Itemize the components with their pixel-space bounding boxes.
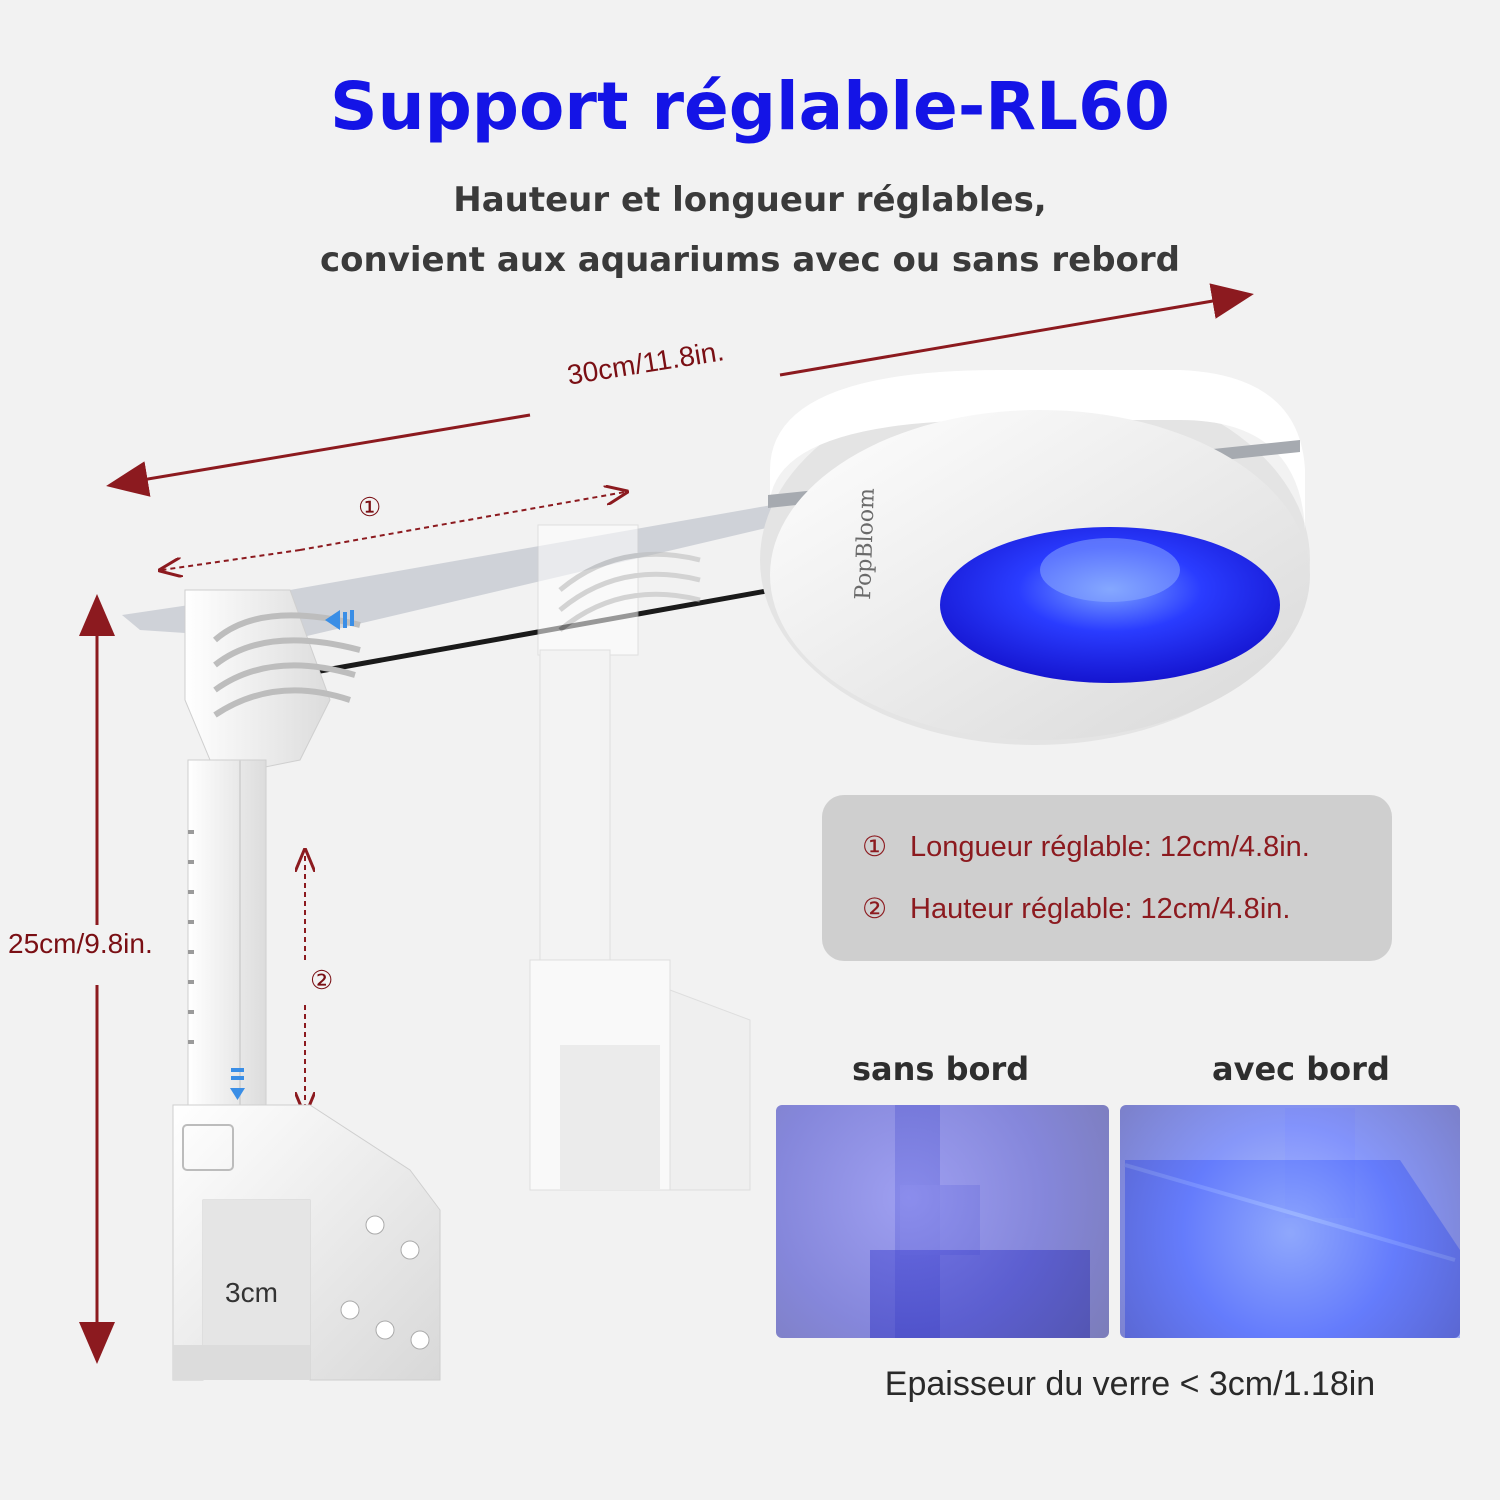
photo-right-label: avec bord <box>1212 1050 1390 1088</box>
info-height: ② Hauteur réglable: 12cm/4.8in. <box>862 892 1290 926</box>
subtitle-line-1: Hauteur et longueur réglables, <box>453 180 1047 220</box>
subtitle-line-2: convient aux aquariums avec ou sans rebo… <box>319 240 1180 280</box>
page-title: Support réglable-RL60 <box>330 68 1170 145</box>
height-total-label: 25cm/9.8in. <box>8 928 153 959</box>
glass-thickness-note: Epaisseur du verre < 3cm/1.18in <box>884 1365 1376 1403</box>
info-box: ① Longueur réglable: 12cm/4.8in. ② Hauteur… <box>822 795 1392 961</box>
clamp-width-label: 3cm <box>225 1277 278 1308</box>
light-head: PopBloom <box>760 370 1310 745</box>
photo-without-rim <box>776 1105 1109 1338</box>
length-adjust-dimension <box>162 492 625 570</box>
length-adjust-marker: ① <box>358 492 382 522</box>
ghost-bracket <box>529 524 751 1191</box>
info-length-text: Longueur réglable: 12cm/4.8in. <box>910 831 1310 863</box>
info-height-text: Hauteur réglable: 12cm/4.8in. <box>910 893 1291 925</box>
length-dimension <box>106 283 1254 497</box>
photo-with-rim <box>1120 1105 1460 1338</box>
info-length-marker: ① <box>862 831 888 862</box>
main-bracket <box>172 589 441 1381</box>
info-length: ① Longueur réglable: 12cm/4.8in. <box>862 830 1310 864</box>
photo-left-label: sans bord <box>852 1050 1030 1088</box>
height-adjust-marker: ② <box>310 965 334 995</box>
brand-logo: PopBloom <box>851 487 880 600</box>
info-height-marker: ② <box>862 893 888 924</box>
